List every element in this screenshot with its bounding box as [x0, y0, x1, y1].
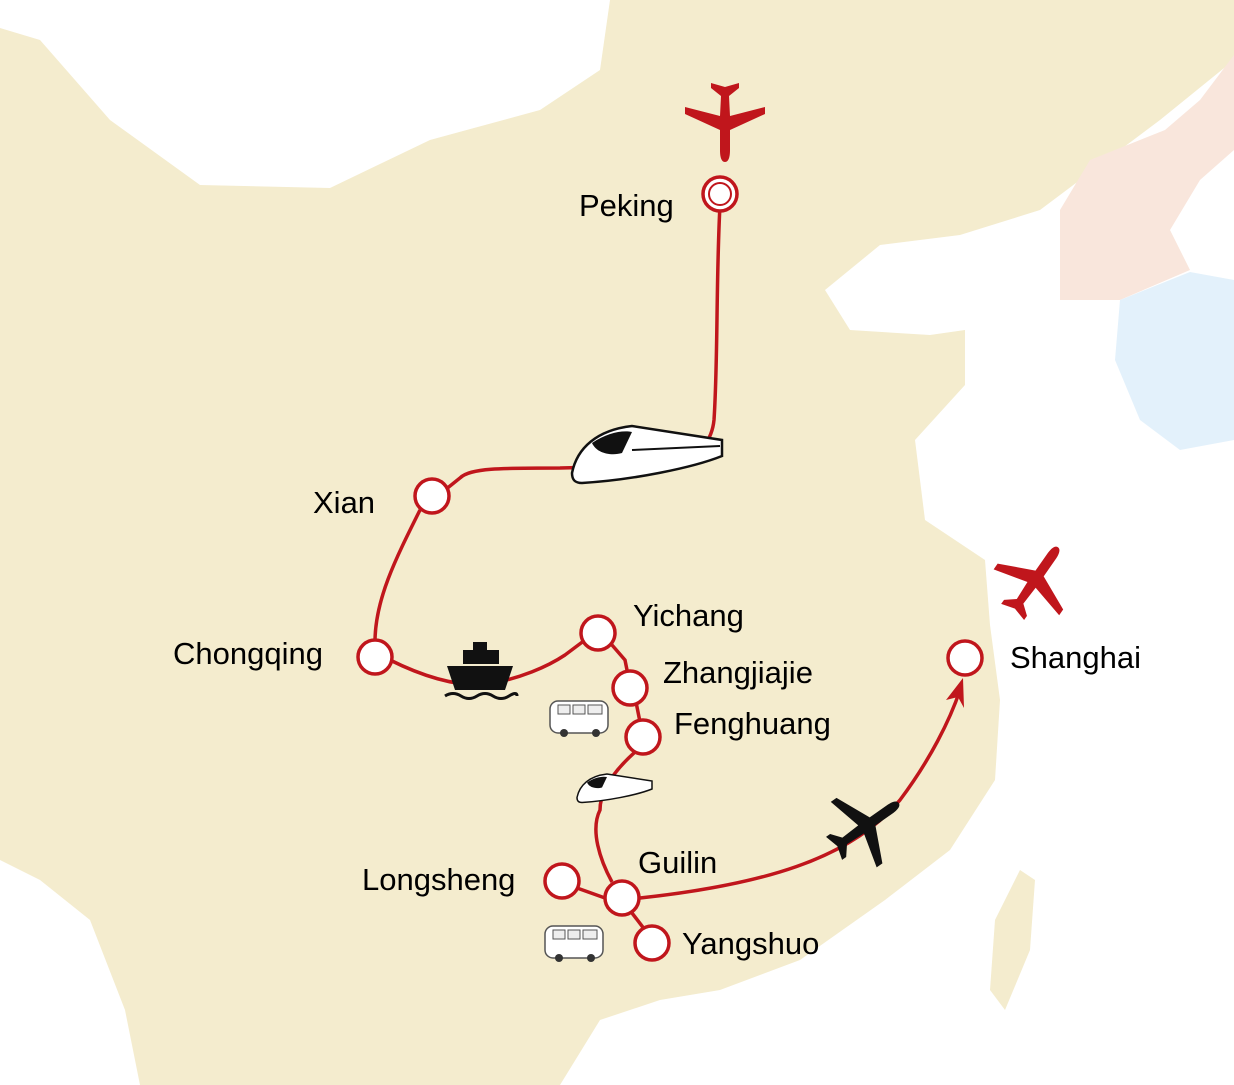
- city-label-peking: Peking: [579, 188, 674, 223]
- plane-icon: [979, 524, 1091, 635]
- marker-xian: [413, 477, 451, 515]
- marker-shanghai: [946, 639, 984, 677]
- land-north-korea: [1060, 55, 1234, 300]
- van-icon: [544, 925, 604, 962]
- city-label-longsheng: Longsheng: [362, 862, 516, 897]
- van-icon: [549, 700, 609, 737]
- marker-guilin: [603, 879, 641, 917]
- marker-yichang: [579, 614, 617, 652]
- city-label-xian: Xian: [313, 485, 376, 520]
- city-label-shanghai: Shanghai: [1010, 640, 1142, 675]
- city-markers: [356, 175, 984, 962]
- marker-zhangjiajie: [611, 669, 649, 707]
- train-icon: [576, 773, 653, 804]
- land-taiwan: [990, 870, 1035, 1010]
- marker-yangshuo: [633, 924, 671, 962]
- ship-icon: [444, 642, 519, 700]
- land-south-korea: [1115, 272, 1234, 450]
- marker-fenghuang: [624, 718, 662, 756]
- city-label-fenghuang: Fenghuang: [674, 706, 831, 741]
- route-xian-chongqing: [373, 509, 422, 643]
- marker-longsheng: [543, 862, 581, 900]
- city-label-yichang: Yichang: [633, 598, 744, 633]
- train-icon: [570, 424, 724, 485]
- city-label-yangshuo: Yangshuo: [682, 926, 820, 961]
- city-label-guilin: Guilin: [638, 845, 718, 880]
- marker-chongqing: [356, 638, 394, 676]
- route-fenghuang-guilin: [594, 750, 637, 883]
- city-label-zhangjiajie: Zhangjiajie: [663, 655, 813, 690]
- arrow-head-icon: [946, 678, 964, 708]
- city-label-chongqing: Chongqing: [173, 636, 323, 671]
